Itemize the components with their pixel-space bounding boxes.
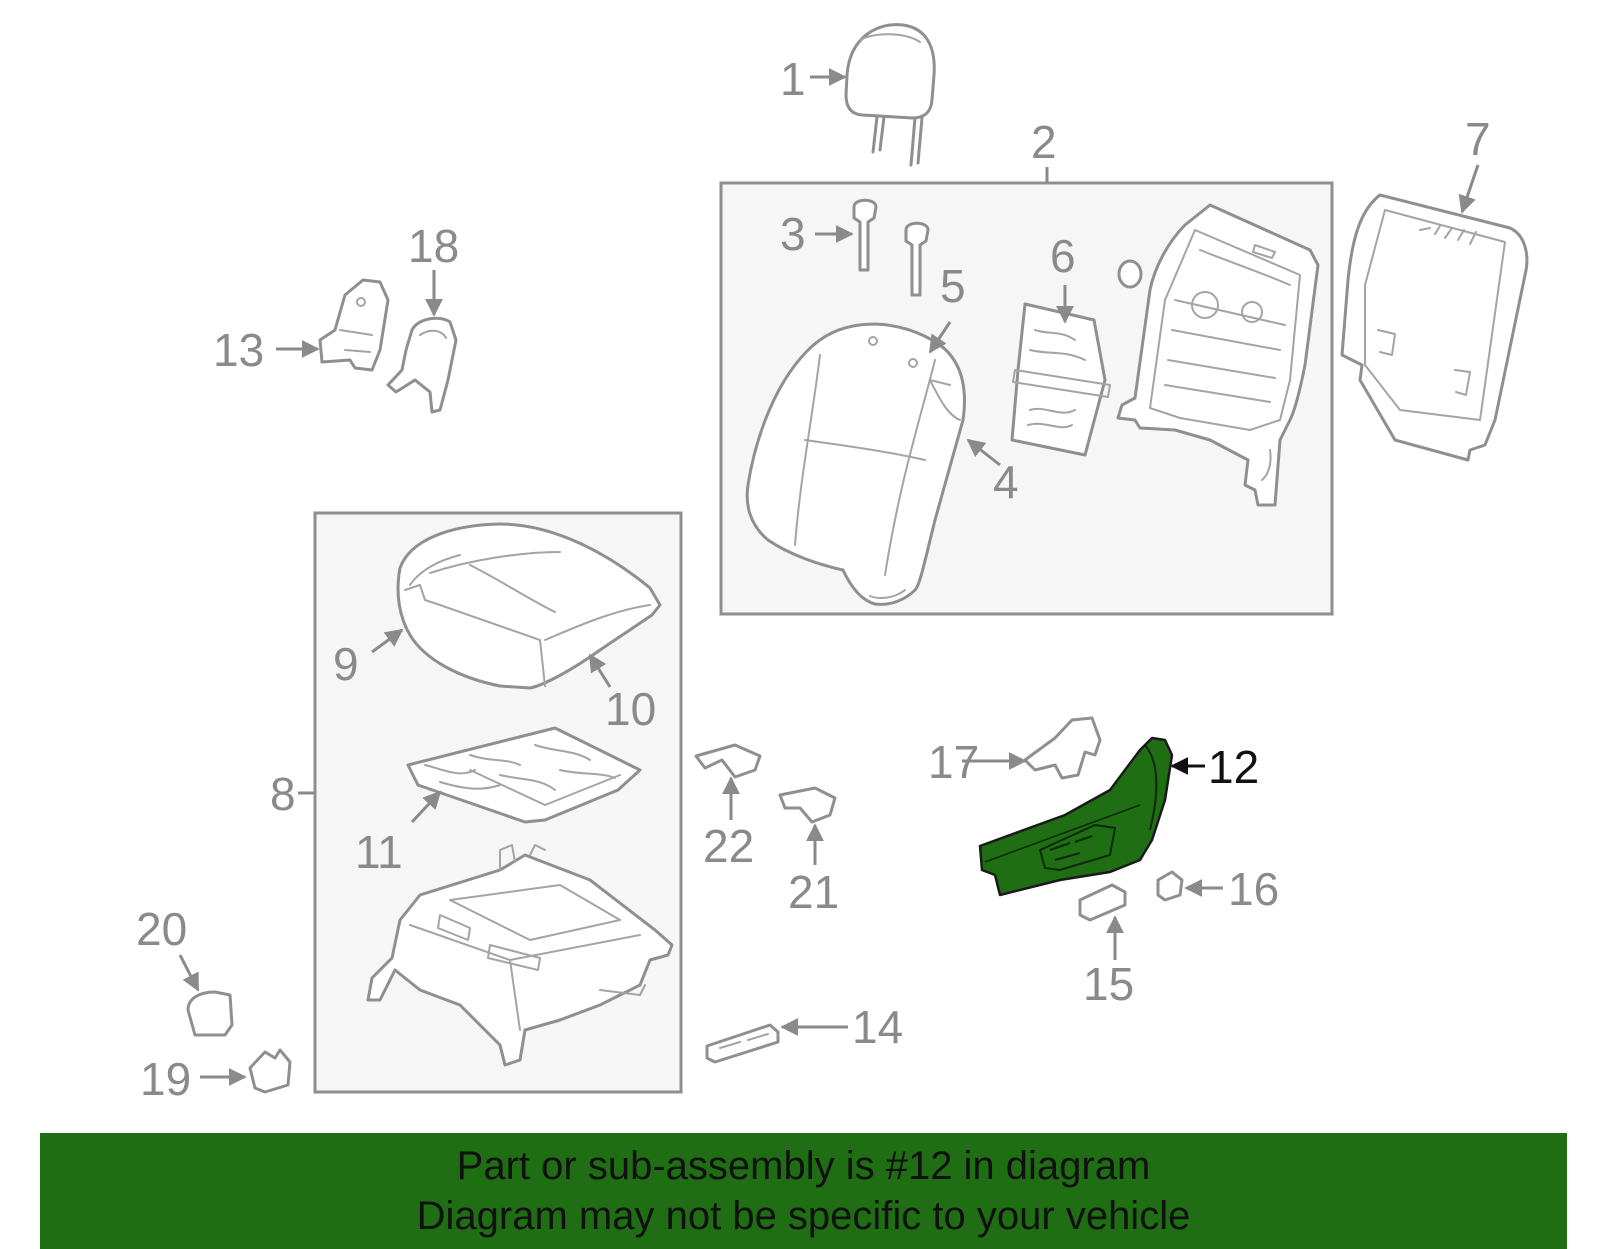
part-8-cushion-frame <box>366 844 674 1067</box>
callout-3: 3 <box>780 208 806 260</box>
part-3-headrest-guides <box>852 198 930 297</box>
callout-20: 20 <box>136 903 187 955</box>
part-6-lumbar-pad <box>1010 302 1111 457</box>
callout-4: 4 <box>993 456 1019 508</box>
callout-5: 5 <box>940 260 966 312</box>
info-banner: Part or sub-assembly is #12 in diagram D… <box>40 1133 1567 1249</box>
part-17-bracket <box>1023 716 1102 780</box>
part-11-cushion-pad <box>406 726 642 824</box>
callout-10: 10 <box>605 683 656 735</box>
callout-16: 16 <box>1228 863 1279 915</box>
part-22-clip <box>694 743 762 779</box>
part-13-bracket <box>318 278 390 372</box>
part-19-cover <box>248 1048 292 1094</box>
callout-8: 8 <box>270 768 296 820</box>
callout-12-highlighted: 12 <box>1208 741 1259 793</box>
callout-22: 22 <box>703 820 754 872</box>
callout-1: 1 <box>780 53 806 105</box>
callout-2: 2 <box>1031 116 1057 168</box>
info-banner-line-1: Part or sub-assembly is #12 in diagram <box>456 1144 1151 1188</box>
callout-17: 17 <box>928 736 979 788</box>
callout-6: 6 <box>1050 230 1076 282</box>
part-10-cushion-cover <box>396 522 662 690</box>
callout-9: 9 <box>333 638 359 690</box>
part-7-back-panel <box>1340 193 1529 462</box>
callout-19: 19 <box>140 1053 191 1105</box>
callout-11: 11 <box>355 826 403 878</box>
part-bushing <box>1117 259 1143 289</box>
part-15-knob <box>1078 883 1127 922</box>
part-5-seat-back-cover <box>745 322 966 606</box>
part-21-clip <box>778 786 837 824</box>
part-1-headrest <box>844 23 936 167</box>
info-banner-line-2: Diagram may not be specific to your vehi… <box>416 1194 1191 1238</box>
callout-7: 7 <box>1465 113 1491 165</box>
callout-15: 15 <box>1083 958 1134 1010</box>
part-2-seat-back-frame <box>1116 203 1320 507</box>
part-18-bracket <box>386 316 458 414</box>
callout-18: 18 <box>408 220 459 272</box>
part-16-knob <box>1156 870 1184 902</box>
callout-14: 14 <box>852 1001 903 1053</box>
callout-21: 21 <box>788 866 839 918</box>
part-20-cover <box>186 990 234 1037</box>
part-14-switch <box>705 1023 780 1064</box>
part-12-side-cover-highlighted <box>978 736 1174 897</box>
callout-13: 13 <box>213 324 264 376</box>
